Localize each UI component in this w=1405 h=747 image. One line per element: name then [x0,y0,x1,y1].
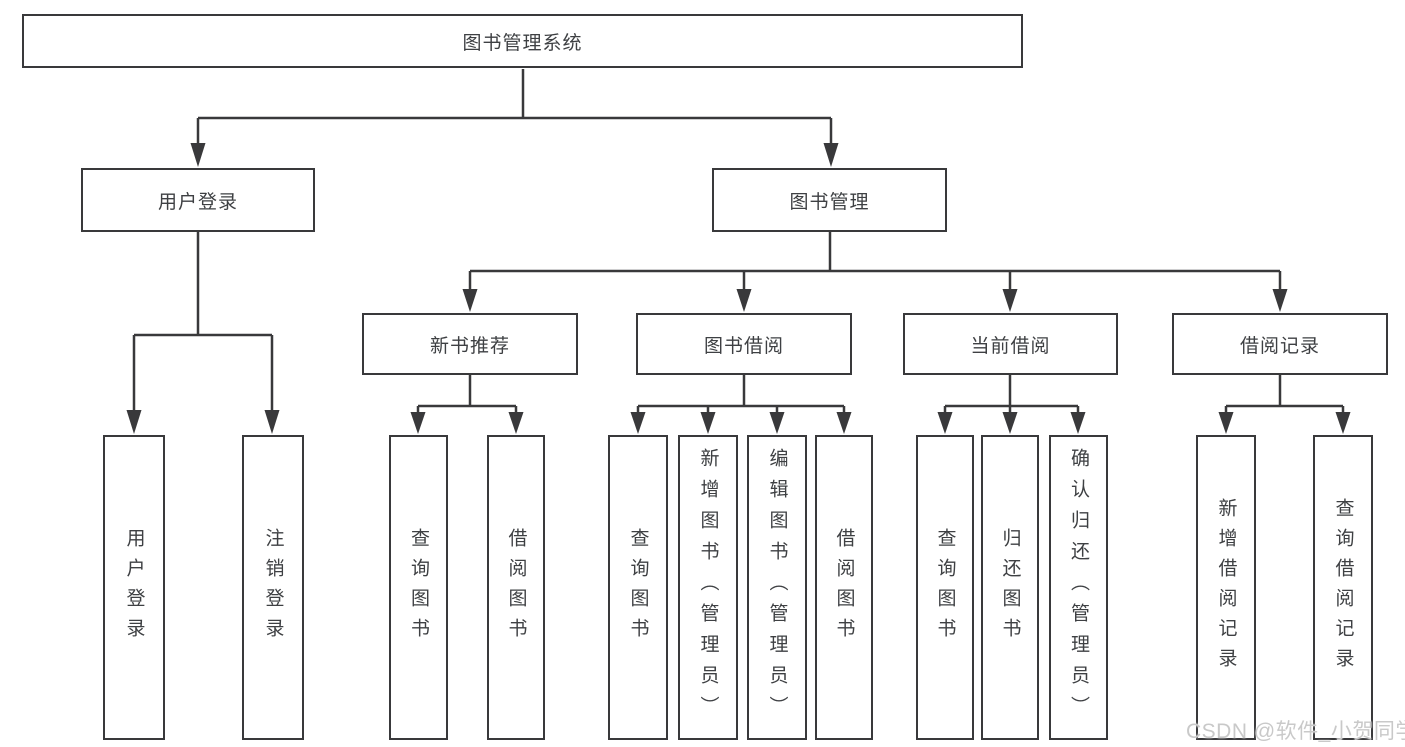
leaf-confirm-return-admin: 确认归还（管理员） [1049,435,1108,740]
node-user-login: 用户登录 [81,168,315,232]
arrowhead-icon [126,143,1351,434]
leaf-add-borrow-record: 新增借阅记录 [1196,435,1256,740]
node-borrowing-records: 借阅记录 [1172,313,1388,375]
node-new-book-recommend: 新书推荐 [362,313,578,375]
leaf-user-login: 用户登录 [103,435,165,740]
node-current-borrowing: 当前借阅 [903,313,1118,375]
node-book-management: 图书管理 [712,168,947,232]
leaf-query-borrow-record: 查询借阅记录 [1313,435,1373,740]
csdn-watermark: CSDN @软件_小贺同学 [1186,720,1405,743]
leaf-borrow-books: 借阅图书 [815,435,873,740]
leaf-query-books-recommend: 查询图书 [389,435,448,740]
leaf-add-books-admin: 新增图书（管理员） [678,435,738,740]
leaf-query-books-borrow: 查询图书 [608,435,668,740]
leaf-edit-books-admin: 编辑图书（管理员） [747,435,807,740]
node-library-management-system: 图书管理系统 [22,14,1023,68]
leaf-logout: 注销登录 [242,435,304,740]
leaf-query-books-current: 查询图书 [916,435,974,740]
node-book-borrowing: 图书借阅 [636,313,852,375]
leaf-return-books: 归还图书 [981,435,1039,740]
leaf-borrow-books-recommend: 借阅图书 [487,435,545,740]
